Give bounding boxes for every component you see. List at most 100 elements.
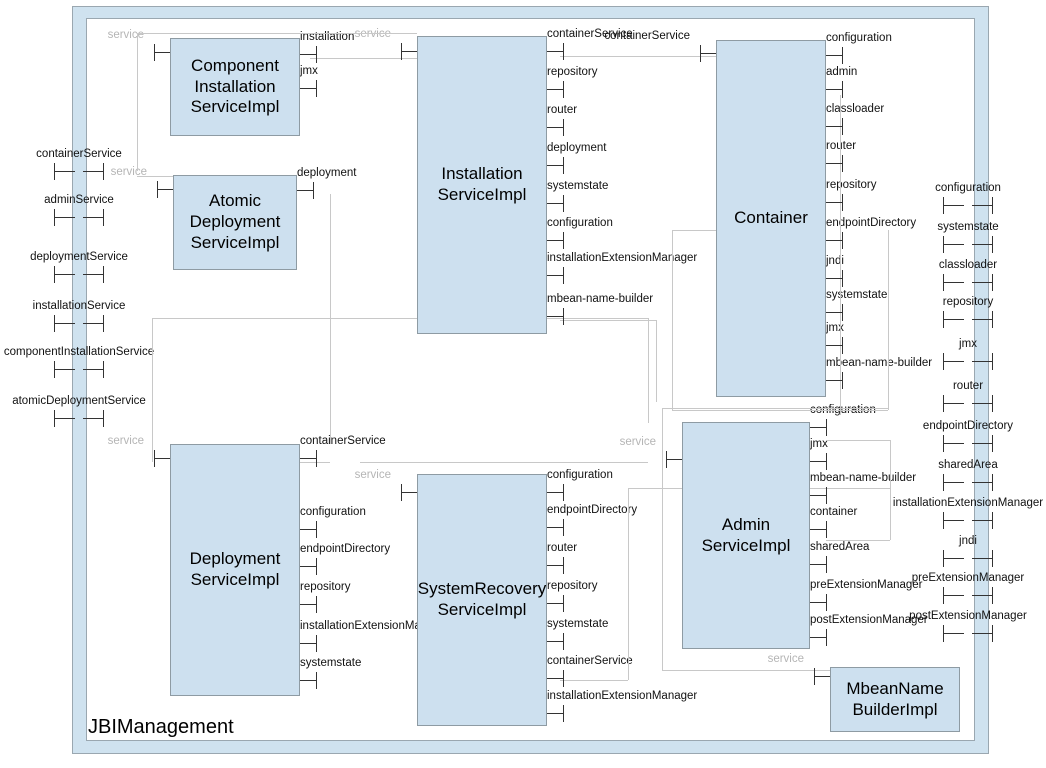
port-service[interactable] xyxy=(148,44,170,61)
connector-wire xyxy=(628,488,629,680)
port-installationextensionmanager[interactable] xyxy=(547,705,569,722)
port-stub xyxy=(83,369,104,370)
port-repository[interactable] xyxy=(826,194,848,211)
boundary-port-router[interactable] xyxy=(943,395,993,412)
port-end-bar xyxy=(316,672,317,689)
mbean-name-builder-impl[interactable]: MbeanName BuilderImpl xyxy=(830,667,960,732)
port-systemstate[interactable] xyxy=(547,195,569,212)
boundary-port-classloader[interactable] xyxy=(943,274,993,291)
port-postextensionmanager[interactable] xyxy=(810,629,832,646)
port-service[interactable] xyxy=(395,484,417,501)
port-router[interactable] xyxy=(826,155,848,172)
port-sharedarea[interactable] xyxy=(810,556,832,573)
port-service[interactable] xyxy=(148,450,170,467)
system-recovery-service-impl[interactable]: SystemRecovery ServiceImpl xyxy=(417,474,547,726)
boundary-port-label: sharedArea xyxy=(938,459,998,471)
boundary-port-configuration[interactable] xyxy=(943,197,993,214)
boundary-port-atomicdeploymentservice[interactable] xyxy=(54,410,104,427)
boundary-port-label: installationExtensionManager xyxy=(892,497,1044,509)
port-repository[interactable] xyxy=(547,81,569,98)
port-stub xyxy=(547,275,563,276)
port-installation[interactable] xyxy=(300,46,322,63)
boundary-port-label: atomicDeploymentService xyxy=(12,395,146,407)
component-installation-service-impl[interactable]: Component Installation ServiceImpl xyxy=(170,38,300,136)
boundary-port-jndi[interactable] xyxy=(943,550,993,567)
boundary-port-adminservice[interactable] xyxy=(54,209,104,226)
port-deployment[interactable] xyxy=(547,157,569,174)
boundary-port-installationextensionmanager[interactable] xyxy=(943,512,993,529)
boundary-port-installationservice[interactable] xyxy=(54,315,104,332)
port-endpointdirectory[interactable] xyxy=(547,519,569,536)
port-repository[interactable] xyxy=(547,595,569,612)
boundary-port-sharedarea[interactable] xyxy=(943,474,993,491)
port-stub xyxy=(810,637,826,638)
port-label: service xyxy=(619,436,656,448)
port-containerservice[interactable] xyxy=(547,43,569,60)
port-jndi[interactable] xyxy=(826,270,848,287)
port-service[interactable] xyxy=(395,43,417,60)
port-stub xyxy=(972,244,993,245)
admin-service-impl[interactable]: Admin ServiceImpl xyxy=(682,422,810,649)
port-systemstate[interactable] xyxy=(300,672,322,689)
port-systemstate[interactable] xyxy=(547,633,569,650)
port-end-bar xyxy=(992,236,993,253)
port-label: admin xyxy=(826,66,858,78)
port-endpointdirectory[interactable] xyxy=(300,558,322,575)
port-jmx[interactable] xyxy=(810,453,832,470)
port-classloader[interactable] xyxy=(826,118,848,135)
port-configuration[interactable] xyxy=(826,47,848,64)
port-containerservice[interactable] xyxy=(300,450,322,467)
port-configuration[interactable] xyxy=(300,521,322,538)
container[interactable]: Container xyxy=(716,40,826,397)
port-configuration[interactable] xyxy=(547,232,569,249)
port-stub xyxy=(300,88,316,89)
deployment-service-impl[interactable]: Deployment ServiceImpl xyxy=(170,444,300,696)
port-end-bar xyxy=(992,474,993,491)
port-stub xyxy=(83,418,104,419)
port-stub xyxy=(157,189,173,190)
port-repository[interactable] xyxy=(300,596,322,613)
port-jmx[interactable] xyxy=(300,80,322,97)
port-end-bar xyxy=(103,209,104,226)
port-service[interactable] xyxy=(808,668,830,685)
boundary-port-repository[interactable] xyxy=(943,311,993,328)
port-installationextensionmanager[interactable] xyxy=(300,635,322,652)
atomic-deployment-service-impl[interactable]: Atomic Deployment ServiceImpl xyxy=(173,175,297,270)
port-deployment[interactable] xyxy=(297,182,319,199)
port-mbean-name-builder[interactable] xyxy=(810,487,832,504)
boundary-port-containerservice[interactable] xyxy=(54,163,104,180)
port-endpointdirectory[interactable] xyxy=(826,232,848,249)
port-configuration[interactable] xyxy=(547,484,569,501)
port-mbean-name-builder[interactable] xyxy=(547,308,569,325)
port-mbean-name-builder[interactable] xyxy=(826,372,848,389)
port-stub xyxy=(666,459,682,460)
port-containerservice[interactable] xyxy=(547,670,569,687)
connector-wire xyxy=(662,408,888,409)
port-router[interactable] xyxy=(547,557,569,574)
boundary-port-systemstate[interactable] xyxy=(943,236,993,253)
installation-service-impl[interactable]: Installation ServiceImpl xyxy=(417,36,547,334)
boundary-port-postextensionmanager[interactable] xyxy=(943,625,993,642)
boundary-port-componentinstallationservice[interactable] xyxy=(54,361,104,378)
boundary-port-preextensionmanager[interactable] xyxy=(943,587,993,604)
component-installation-service-impl-label: Component Installation ServiceImpl xyxy=(190,55,280,117)
port-admin[interactable] xyxy=(826,81,848,98)
port-jmx[interactable] xyxy=(826,337,848,354)
port-label: containerService xyxy=(547,655,633,667)
port-configuration[interactable] xyxy=(810,419,832,436)
port-container[interactable] xyxy=(810,521,832,538)
port-router[interactable] xyxy=(547,119,569,136)
port-stub xyxy=(547,603,563,604)
port-end-bar xyxy=(943,274,944,291)
port-containerservice[interactable] xyxy=(694,45,716,62)
port-preextensionmanager[interactable] xyxy=(810,594,832,611)
boundary-port-deploymentservice[interactable] xyxy=(54,266,104,283)
port-stub xyxy=(810,461,826,462)
boundary-port-endpointdirectory[interactable] xyxy=(943,435,993,452)
port-systemstate[interactable] xyxy=(826,304,848,321)
port-installationextensionmanager[interactable] xyxy=(547,267,569,284)
boundary-port-jmx[interactable] xyxy=(943,353,993,370)
port-label: router xyxy=(547,542,578,554)
port-service[interactable] xyxy=(151,181,173,198)
port-service[interactable] xyxy=(660,451,682,468)
